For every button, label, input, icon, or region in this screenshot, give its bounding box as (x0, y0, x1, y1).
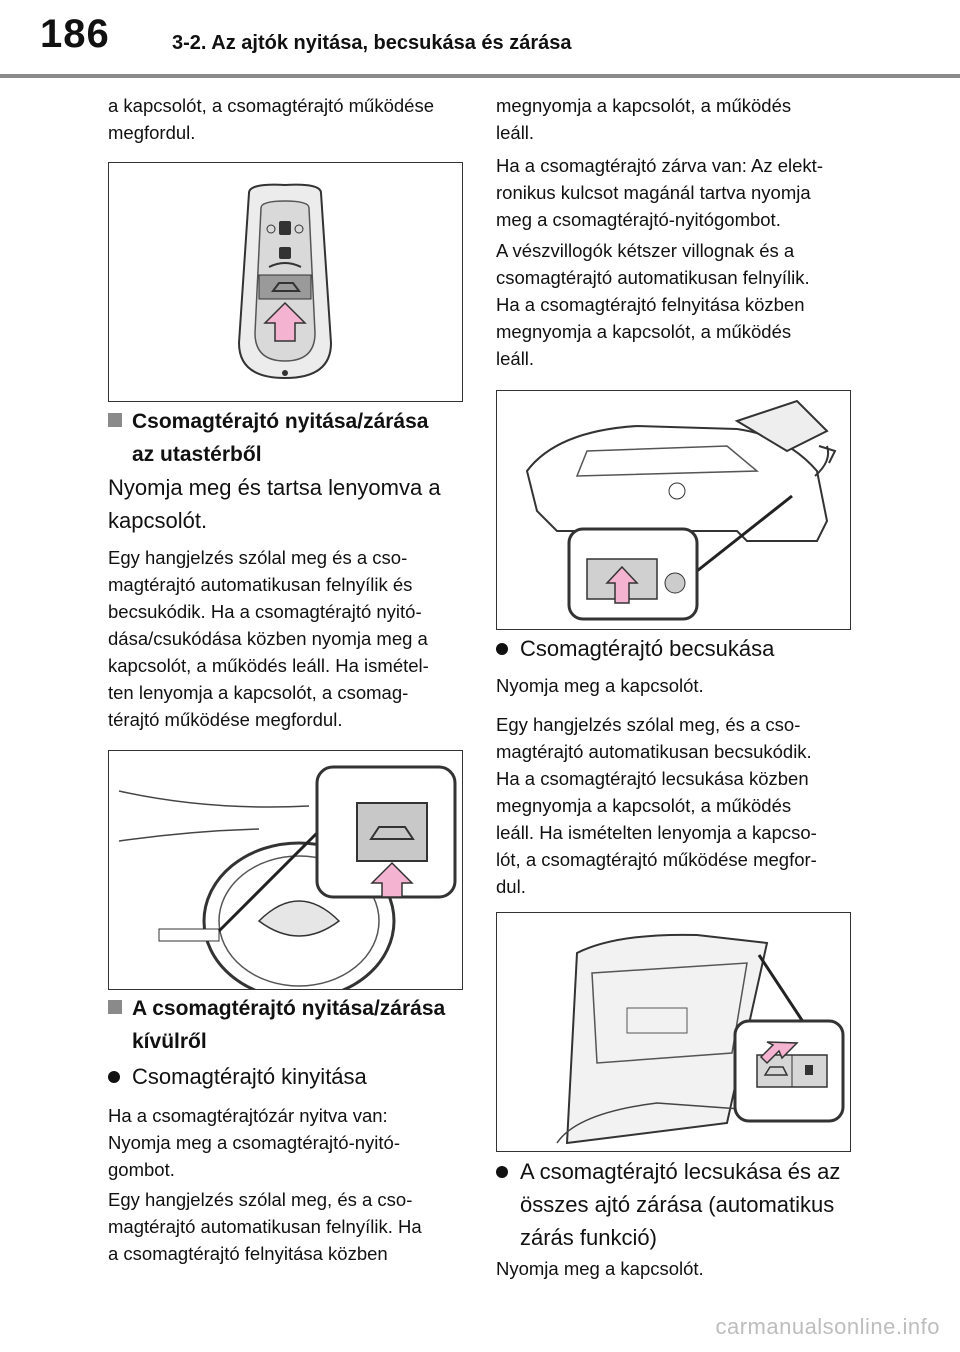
dashboard-illustration (118, 765, 457, 989)
watermark: carmanualsonline.info (715, 1314, 940, 1339)
car-rear-figure (496, 390, 851, 630)
paragraph-unlocked-condition: Ha a csomagtérajtózár nyitva van:Nyomja … (108, 1105, 400, 1180)
car-rear-illustration (525, 399, 837, 621)
dashboard-switch-figure (108, 750, 463, 990)
section-square-icon (108, 1000, 122, 1014)
paragraph-press-switch-2: Nyomja meg a kapcsolót. (496, 1258, 704, 1279)
page-header: 186 3-2. Az ajtók nyitása, becsukása és … (0, 0, 960, 80)
bullet-dot-icon (496, 1166, 508, 1178)
bullet-close-tailgate: Csomagtérajtó becsukása (496, 632, 774, 665)
bullet-dot-icon (108, 1071, 120, 1083)
header-divider (0, 74, 960, 78)
section-title: 3-2. Az ajtók nyitása, becsukása és zárá… (172, 32, 572, 54)
paragraph-locked-condition: Ha a csomagtérajtó zárva van: Az elekt-r… (496, 155, 823, 230)
paragraph-opening-signal: Egy hangjelzés szólal meg, és a cso-magt… (108, 1189, 422, 1264)
paragraph-closing-signal: Egy hangjelzés szólal meg, és a cso-magt… (496, 714, 817, 897)
bullet-dot-icon (496, 643, 508, 655)
tailgate-inside-figure (496, 912, 851, 1152)
tailgate-inside-illustration (556, 933, 845, 1145)
key-fob-figure (108, 162, 463, 402)
bullet-open-tailgate: Csomagtérajtó kinyitása (108, 1060, 367, 1093)
paragraph-inside-operation: Egy hangjelzés szólal meg és a cso-magté… (108, 547, 429, 730)
key-fob-illustration (237, 183, 333, 380)
page-number: 186 (40, 12, 110, 56)
section-square-icon (108, 413, 122, 427)
paragraph-press-switch: Nyomja meg a kapcsolót. (496, 675, 704, 696)
